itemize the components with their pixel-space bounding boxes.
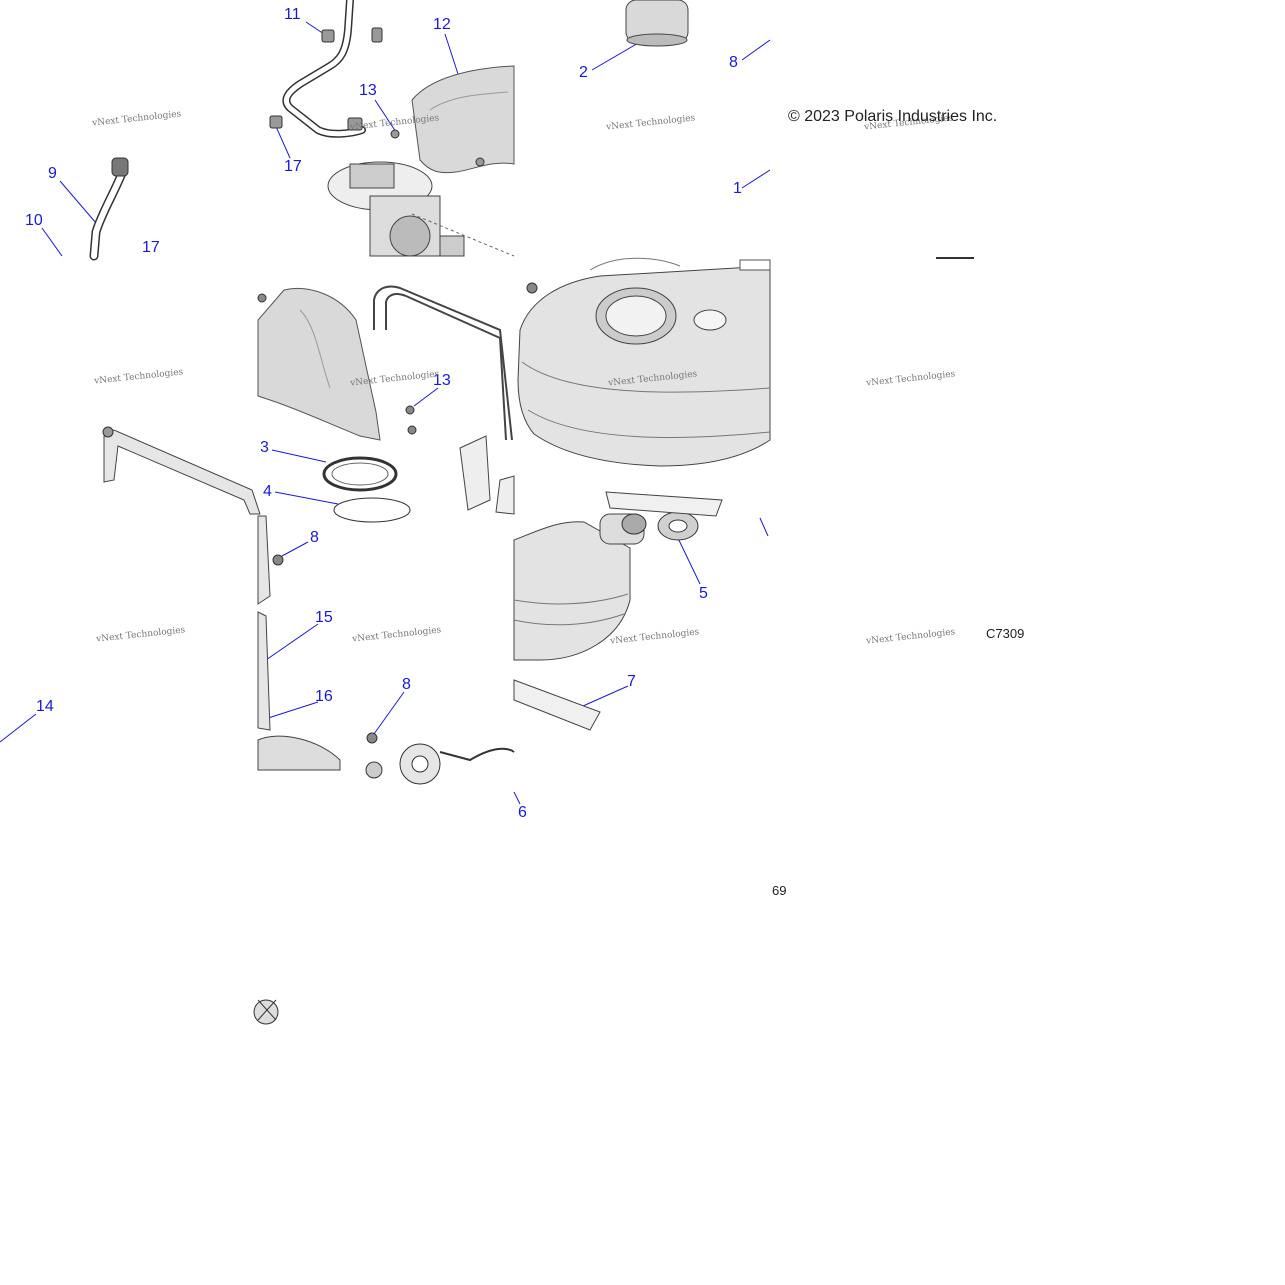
filler-washer [657, 511, 699, 541]
callout-4: 4 [263, 483, 272, 500]
callout-17-left: 17 [142, 239, 160, 256]
callout-5: 5 [699, 585, 708, 602]
heat-shield-lower [257, 288, 381, 441]
figure-code: C7309 [986, 626, 1025, 641]
callout-13-middle: 13 [433, 372, 451, 389]
callout-14: 14 [36, 698, 54, 715]
callout-8-top: 8 [729, 54, 738, 71]
bolts [257, 282, 538, 744]
callout-12: 12 [433, 16, 451, 33]
fuel-filter [625, 0, 689, 47]
bottom-assembly [257, 735, 515, 785]
fuel-tank [517, 257, 771, 467]
callout-10: 10 [25, 212, 43, 229]
heat-pad-strip [513, 491, 723, 731]
callout-11: 11 [284, 6, 301, 23]
callout-16: 16 [315, 688, 333, 705]
callout-7: 7 [627, 673, 636, 690]
pump-gasket [322, 456, 411, 523]
sender-clip [253, 999, 279, 1025]
callout-3: 3 [260, 439, 269, 456]
filler-neck [599, 513, 647, 545]
callout-15: 15 [315, 609, 333, 626]
callout-8-bottom: 8 [402, 676, 411, 693]
fuel-hose-inner [283, 0, 365, 137]
left-tank-strap [102, 426, 261, 515]
callout-8-middle: 8 [310, 529, 319, 546]
fuel-tank-bottom [513, 521, 631, 661]
heat-shield-upper [411, 65, 515, 174]
tank-strap [373, 285, 513, 441]
fuel-pump-module [327, 161, 515, 257]
callout-9: 9 [48, 165, 57, 182]
callout-1: 1 [733, 180, 742, 197]
left-strap-vertical [257, 515, 271, 731]
callout-13-top: 13 [359, 82, 377, 99]
hose-fittings [269, 27, 485, 167]
page-number: 69 [772, 883, 787, 898]
copyright-notice: © 2023 Polaris Industries Inc. [788, 108, 998, 125]
callout-2: 2 [579, 64, 588, 81]
callout-17-top: 17 [284, 158, 302, 175]
tank-bracket [459, 435, 515, 515]
leader-lines [0, 21, 771, 805]
callout-6: 6 [518, 804, 527, 821]
vent-hose [89, 157, 129, 261]
